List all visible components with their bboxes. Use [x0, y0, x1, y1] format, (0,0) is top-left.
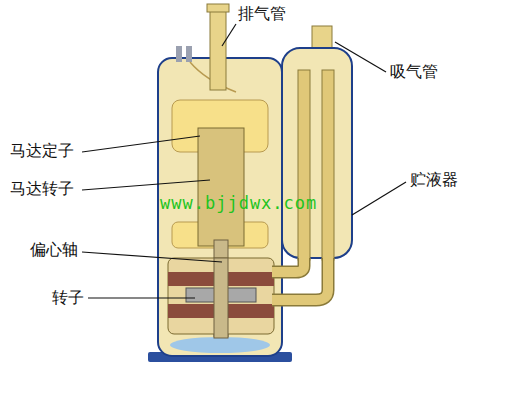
part-label: 贮液器	[410, 170, 458, 189]
part-label: 马达转子	[10, 179, 74, 198]
leader-line	[88, 297, 195, 298]
part-label: 转子	[52, 288, 84, 307]
terminal	[186, 46, 192, 62]
part-label: 吸气管	[390, 62, 438, 81]
terminal	[176, 46, 182, 62]
discharge-pipe	[210, 6, 226, 90]
part-label: 马达定子	[10, 141, 74, 160]
part-label: 偏心轴	[30, 240, 78, 259]
eccentric-shaft	[214, 240, 228, 350]
connect-pipe	[272, 258, 328, 300]
leader-line	[222, 24, 236, 46]
part-label: 排气管	[238, 4, 286, 23]
discharge-flare	[207, 4, 229, 12]
oil	[170, 337, 270, 353]
connect-pipe	[272, 258, 304, 272]
connect-pipe	[272, 258, 328, 300]
inner-pipe	[298, 70, 310, 260]
leader-line	[352, 182, 406, 215]
motor-rotor	[198, 128, 244, 246]
leader-line	[82, 136, 200, 152]
accumulator	[282, 48, 352, 258]
connect-pipe	[272, 258, 304, 272]
inner-pipe	[322, 70, 334, 260]
shaft-in-pump	[214, 258, 228, 338]
leader-line	[82, 252, 222, 262]
watermark: www.bjjdwx.com	[160, 193, 317, 213]
leader-line	[82, 180, 210, 190]
leader-line	[335, 42, 386, 72]
